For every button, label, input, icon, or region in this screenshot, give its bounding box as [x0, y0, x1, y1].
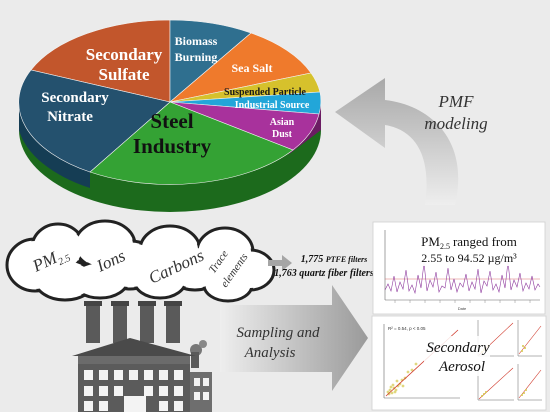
timeseries-headline-sub: 2.5 [440, 242, 450, 251]
pie-side-right [288, 102, 321, 155]
sampling-arrow-body [220, 285, 368, 391]
chimney-4 [166, 303, 180, 343]
chimney-3-cap [138, 301, 156, 306]
factory-door [124, 396, 146, 412]
timeseries-headline-2: 2.55 to 94.52 µg/m³ [421, 251, 517, 265]
filters-ptfe: 1,775 PTFE filters [301, 254, 368, 265]
scatter-small-4 [517, 364, 542, 401]
scatter-main-stat: R² = 0.54, p < 0.05 [388, 326, 426, 331]
pmf-arc-body [335, 78, 459, 205]
chimney-3 [140, 303, 154, 343]
sampling-label-1: Sampling and [237, 325, 320, 341]
slice-sea-salt [169, 32, 312, 103]
label-steel-industry-1: Steel [150, 109, 193, 133]
chimney-2 [113, 303, 127, 343]
scatter-text-backdrop [424, 336, 490, 376]
timeseries-series [384, 261, 541, 295]
filters-quartz: 1,763 quartz fiber filters [274, 268, 374, 279]
label-industrial-source: Industrial Source [235, 100, 310, 111]
timeseries-headline-post: ranged from [453, 234, 517, 249]
label-secondary-sulfate-1: Secondary [86, 45, 163, 64]
slice-secondary-sulfate [30, 19, 171, 103]
timeseries-text-backdrop [410, 230, 528, 266]
label-sea-salt: Sea Salt [231, 61, 272, 75]
label-steel-industry-2: Industry [133, 134, 212, 158]
timeseries-xlabel: Date [458, 306, 467, 311]
scatter-panel: R² = 0.54, p < 0.05 [371, 315, 547, 411]
label-secondary-nitrate-2: Nitrate [47, 109, 93, 125]
sampling-label-2: Analysis [244, 345, 296, 361]
scatter-label-2: Aerosol [438, 359, 485, 375]
side-stack [191, 352, 199, 368]
factory-icon [72, 301, 212, 412]
label-asian-dust-1: Asian [270, 117, 295, 128]
pmf-label-2: modeling [424, 114, 487, 133]
wing-window-4 [203, 392, 209, 400]
sampling-arrow: Sampling and Analysis [220, 285, 368, 391]
pmf-arrow: PMF modeling [335, 78, 488, 205]
slice-steel-industry [89, 101, 294, 185]
factory-roof [72, 338, 196, 356]
cloud-fill-overlay [9, 223, 272, 299]
clouds-to-filters-arrow [268, 255, 292, 271]
label-secondary-sulfate-2: Sulfate [99, 65, 150, 84]
filters-quartz-label: quartz fiber filters [299, 268, 374, 279]
smoke-puff-2 [199, 340, 207, 348]
pmf-label-1: PMF [438, 92, 475, 111]
filters-ptfe-label: PTFE filters [326, 255, 368, 264]
cloud-label-pm-sub: 2.5 [57, 253, 73, 268]
label-asian-dust-2: Dust [272, 129, 293, 140]
filters-quartz-count: 1,763 [274, 268, 297, 279]
filters-ptfe-count: 1,775 [301, 254, 324, 265]
label-biomass-burning-2: Burning [175, 50, 218, 64]
slice-secondary-nitrate [18, 69, 171, 173]
slice-biomass-burning [169, 19, 252, 103]
scatter-label-1: Secondary [426, 340, 490, 356]
wing-window-3 [194, 392, 200, 400]
label-biomass-burning-1: Biomass [175, 34, 218, 48]
scatter-small-2 [517, 320, 542, 357]
factory-band [78, 356, 190, 364]
label-secondary-nitrate-1: Secondary [41, 90, 109, 106]
wing-window-1 [194, 378, 200, 386]
label-suspended-particle: Suspended Particle [224, 87, 307, 98]
timeseries-x-ticks [394, 300, 531, 303]
scatter-main-points [386, 362, 418, 396]
timeseries-headline-pm: PM [421, 234, 440, 249]
chimney-1 [86, 303, 100, 343]
chimney-2-cap [111, 301, 129, 306]
factory-windows [84, 370, 183, 411]
chimney-1-cap [84, 301, 102, 306]
wing-window-2 [203, 378, 209, 386]
source-pie-chart: Secondary Sulfate Biomass Burning Sea Sa… [18, 19, 322, 212]
chimney-4-cap [164, 301, 182, 306]
